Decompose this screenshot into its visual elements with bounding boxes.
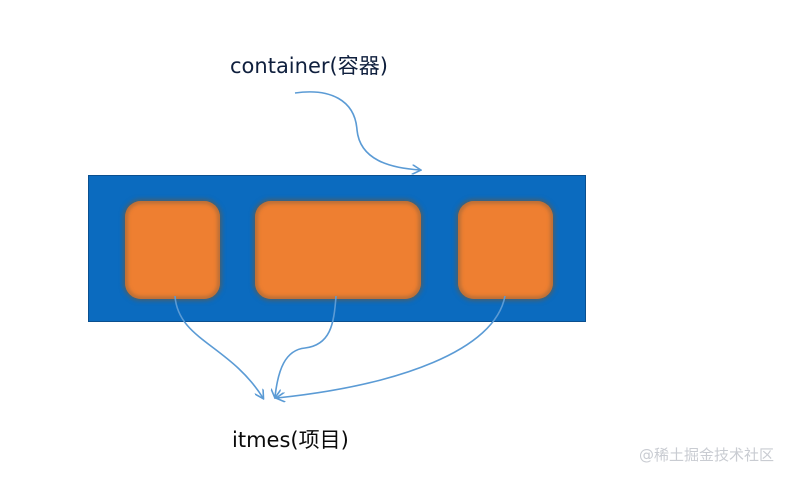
items-label: itmes(项目) (232, 428, 349, 452)
arrow-to-container (294, 91, 420, 170)
watermark: @稀土掘金技术社区 (638, 446, 774, 464)
container-label: container(容器) (230, 54, 388, 78)
arrow-from-item-2 (275, 295, 337, 397)
flex-item-2 (255, 201, 421, 299)
arrow-from-item-3 (277, 295, 506, 398)
flex-container (88, 175, 586, 322)
flex-item-3 (458, 201, 553, 299)
arrow-from-item-1 (174, 295, 263, 398)
flex-item-1 (125, 201, 220, 299)
